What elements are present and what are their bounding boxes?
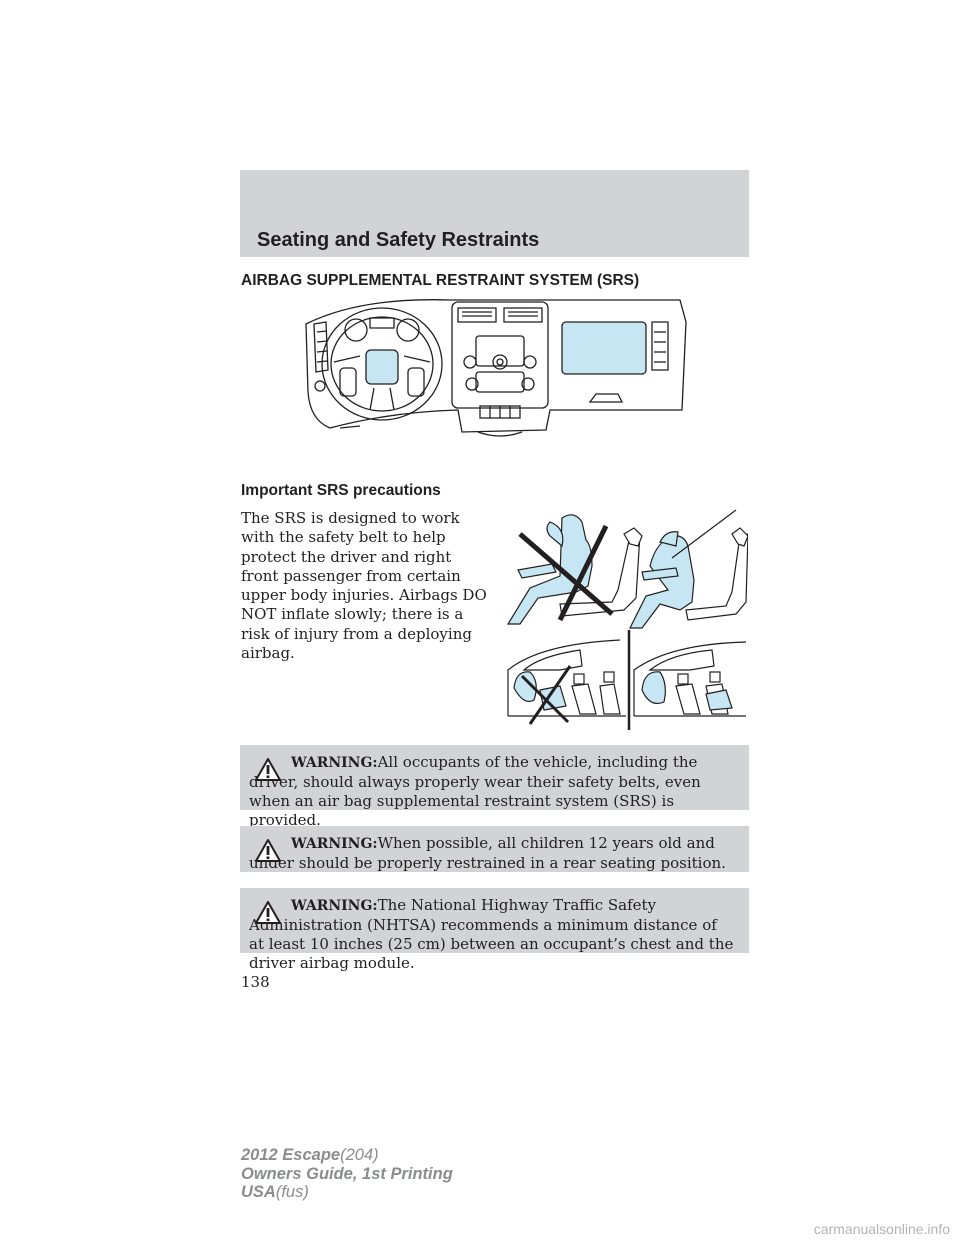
footer-model: 2012 Escape xyxy=(241,1146,341,1164)
warning-text: All occupants of the vehicle, including … xyxy=(249,753,701,829)
section-heading: AIRBAG SUPPLEMENTAL RESTRAINT SYSTEM (SR… xyxy=(241,272,640,289)
section-header-title: Seating and Safety Restraints xyxy=(257,229,540,251)
warning-text: When possible, all children 12 years old… xyxy=(249,834,726,872)
watermark-link[interactable]: carmanualsonline.info xyxy=(813,1221,950,1237)
warning-label: WARNING: xyxy=(291,898,378,914)
footer-guide: Owners Guide, 1st Printing xyxy=(241,1164,453,1183)
warning-text: The National Highway Traffic Safety Admi… xyxy=(249,896,734,972)
warning-triangle-icon xyxy=(255,839,281,862)
footer-market: USA xyxy=(241,1183,276,1201)
page-number: 138 xyxy=(241,973,270,991)
warning-box: WARNING:When possible, all children 12 y… xyxy=(240,826,749,872)
driver-airbag-module xyxy=(365,349,399,385)
warning-box: WARNING:All occupants of the vehicle, in… xyxy=(240,745,749,829)
precautions-heading: Important SRS precautions xyxy=(241,482,441,499)
occupant-position-illustration xyxy=(506,509,748,629)
document-footer: 2012 Escape(204) Owners Guide, 1st Print… xyxy=(241,1146,453,1202)
warning-box: WARNING:The National Highway Traffic Saf… xyxy=(240,888,749,972)
dashboard-airbag-illustration xyxy=(305,299,687,437)
warning-label: WARNING: xyxy=(291,836,378,852)
warning-triangle-icon xyxy=(255,901,281,924)
warning-label: WARNING: xyxy=(291,755,378,771)
precautions-body: The SRS is designed to work with the saf… xyxy=(241,509,487,663)
section-header-bar: Seating and Safety Restraints xyxy=(240,170,749,257)
footer-market-code: (fus) xyxy=(275,1183,309,1201)
warning-triangle-icon xyxy=(255,758,281,781)
footer-model-code: (204) xyxy=(340,1146,379,1164)
child-seating-illustration xyxy=(507,630,747,730)
passenger-airbag-module xyxy=(561,321,647,375)
